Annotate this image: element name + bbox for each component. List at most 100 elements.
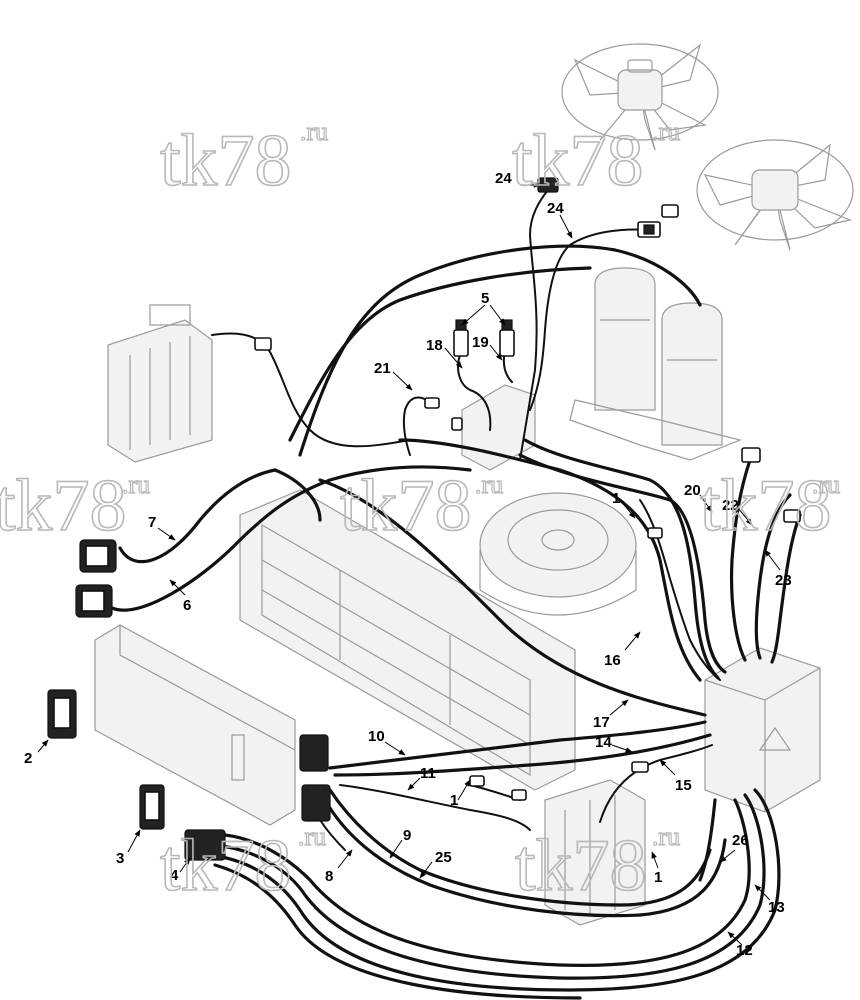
leader-lines (37, 182, 781, 946)
harness-loop-upper-inner (288, 266, 592, 442)
callout-18: 18 (426, 337, 443, 354)
callout-1-lower: 1 (450, 792, 458, 809)
wire-24-b (529, 228, 651, 411)
wire-8 (319, 819, 346, 851)
electrical-box (704, 647, 821, 813)
watermark-1: tk78 (160, 120, 292, 202)
callout-21: 21 (374, 360, 391, 377)
watermark-3-suffix: .ru (122, 470, 150, 499)
wire-22 (754, 493, 792, 660)
watermark-3: tk78 (0, 465, 127, 547)
watermark-5-suffix: .ru (812, 470, 840, 499)
contactor-block (107, 304, 213, 463)
watermark-6-suffix: .ru (298, 822, 326, 851)
callout-12: 12 (736, 942, 753, 959)
watermark-7: tk78 (515, 825, 647, 907)
callout-1-right: 1 (654, 869, 662, 886)
callout-8: 8 (325, 868, 333, 885)
watermark-2-suffix: .ru (652, 117, 680, 146)
evaporator-coil (239, 489, 576, 791)
callout-13: 13 (768, 899, 785, 916)
callout-26: 26 (732, 832, 749, 849)
connector-3 (139, 784, 165, 830)
wire-24-a (519, 189, 549, 461)
wire-1-upper (639, 499, 721, 681)
callout-1-upper: 1 (612, 490, 620, 507)
blower-wheel (479, 492, 637, 616)
callout-7: 7 (148, 514, 156, 531)
connector-10 (299, 734, 329, 772)
callout-17: 17 (593, 714, 610, 731)
compressor-pair (569, 267, 742, 461)
connectors (47, 177, 801, 861)
watermark-6: tk78 (160, 825, 292, 907)
wire-contactor-lead (211, 332, 411, 448)
watermark-4: tk78 (340, 465, 472, 547)
callout-24-b: 24 (547, 200, 564, 217)
wire-bundle-compressor (523, 438, 720, 680)
wiring-harness (110, 189, 802, 1000)
condenser-fan-top (561, 43, 719, 151)
connector-contactor (254, 337, 272, 351)
wire-23 (770, 513, 802, 664)
connector-11 (301, 784, 331, 822)
watermark-2: tk78 (512, 120, 644, 202)
callout-10: 10 (368, 728, 385, 745)
callout-23: 23 (775, 572, 792, 589)
wire-9 (328, 788, 712, 907)
wire-7 (118, 468, 277, 564)
wire-6 (110, 465, 472, 612)
callout-4: 4 (170, 867, 179, 884)
wire-16 (318, 478, 707, 717)
connector-19 (499, 319, 515, 357)
wire-bundle-compressor-2 (518, 453, 727, 674)
connector-4 (184, 829, 226, 861)
callout-2: 2 (24, 750, 32, 767)
watermark-4-suffix: .ru (475, 470, 503, 499)
watermark-7-suffix: .ru (652, 822, 680, 851)
callout-16: 16 (604, 652, 621, 669)
wire-12-b (203, 793, 766, 980)
wire-21 (402, 396, 431, 456)
wire-26 (698, 798, 717, 882)
connector-21 (424, 397, 463, 431)
callout-3: 3 (116, 850, 124, 867)
connector-18 (453, 319, 469, 357)
callout-19: 19 (472, 334, 489, 351)
connector-24-b (637, 221, 661, 238)
callout-20: 20 (684, 482, 701, 499)
connector-2 (47, 689, 77, 739)
callout-25: 25 (435, 849, 452, 866)
wire-25 (323, 798, 727, 918)
connector-15 (631, 761, 649, 773)
callout-14: 14 (595, 734, 612, 751)
callout-5: 5 (481, 290, 489, 307)
connector-20-22 (741, 447, 801, 523)
lower-contactor-block (544, 779, 646, 926)
wire-20 (729, 458, 752, 662)
watermarks: tk78 .ru tk78 .ru tk78 .ru tk78 .ru tk78… (0, 116, 841, 907)
connector-fan-plug (661, 204, 679, 218)
callout-labels: 24 24 5 18 19 21 1 20 22 23 7 6 16 17 14… (24, 170, 792, 959)
component-outlines (94, 43, 854, 926)
callout-9: 9 (403, 827, 411, 844)
connector-1-lower (469, 775, 527, 801)
wire-17 (398, 438, 702, 682)
callout-24-a: 24 (495, 170, 512, 187)
watermark-1-suffix: .ru (300, 117, 328, 146)
wire-13 (208, 788, 781, 992)
connector-7 (79, 539, 117, 573)
wire-13-b (213, 863, 582, 1000)
wire-11 (339, 784, 531, 831)
condenser-fan-bottom (696, 139, 854, 251)
connector-1-upper (647, 527, 663, 539)
callout-15: 15 (675, 777, 692, 794)
wire-10 (328, 720, 707, 770)
inverter-box (94, 624, 296, 826)
wire-6-branch (273, 468, 322, 522)
wire-14 (333, 733, 712, 777)
watermark-5: tk78 (700, 465, 832, 547)
connector-6 (75, 584, 113, 618)
callout-6: 6 (183, 597, 191, 614)
